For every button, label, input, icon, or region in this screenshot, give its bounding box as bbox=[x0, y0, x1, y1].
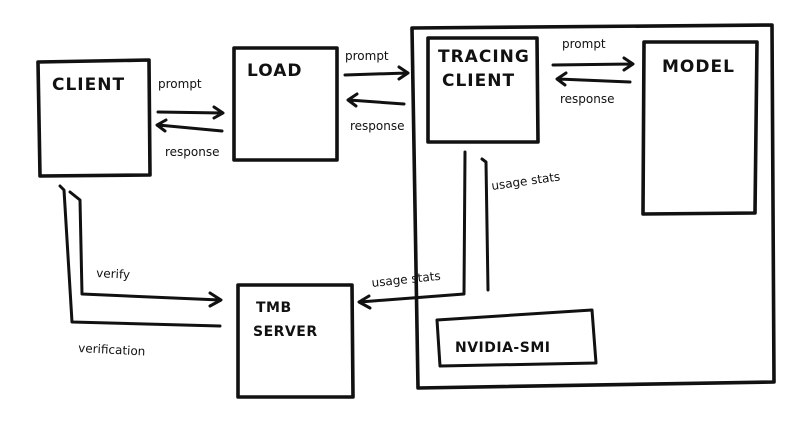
usage-to-tmb-line bbox=[357, 150, 467, 310]
load-box bbox=[232, 46, 339, 162]
load-tracing-edge: prompt response bbox=[343, 49, 410, 133]
tracing-client-box bbox=[426, 36, 540, 144]
client-box bbox=[36, 58, 152, 178]
nvidia-smi-label: NVIDIA-SMI bbox=[455, 340, 550, 356]
response-arrow bbox=[346, 92, 406, 108]
tracing-client-label-line1: TRACING bbox=[438, 47, 530, 67]
tracing-model-response-label: response bbox=[560, 92, 615, 106]
inference-host-boundary bbox=[410, 23, 776, 390]
tmb-server-label-line1: TMB bbox=[256, 300, 292, 316]
verify-line bbox=[68, 190, 223, 308]
client-load-prompt-label: prompt bbox=[158, 77, 202, 91]
client-load-edge: prompt response bbox=[155, 77, 225, 159]
tracing-client-label-line2: CLIENT bbox=[442, 71, 515, 91]
tracing-model-edge: prompt response bbox=[551, 37, 635, 106]
client-load-response-label: response bbox=[165, 145, 220, 159]
usage-stats-edge: usage stats usage stats bbox=[357, 150, 561, 310]
load-label: LOAD bbox=[247, 61, 303, 81]
response-arrow bbox=[555, 71, 632, 87]
nvidia-smi-box bbox=[435, 308, 598, 368]
load-tracing-response-label: response bbox=[350, 119, 405, 133]
response-arrow bbox=[155, 118, 224, 133]
tmb-server-label-line2: SERVER bbox=[253, 324, 318, 340]
client-node: CLIENT bbox=[36, 58, 152, 178]
verify-edge: verify verification bbox=[58, 184, 223, 359]
tmb-server-node: TMB SERVER bbox=[236, 283, 355, 399]
tracing-usage-label: usage stats bbox=[490, 169, 561, 193]
verification-line bbox=[58, 184, 222, 328]
tracing-usage-line bbox=[480, 157, 490, 292]
model-label: MODEL bbox=[662, 57, 735, 77]
model-node: MODEL bbox=[641, 40, 759, 216]
load-node: LOAD bbox=[232, 46, 339, 162]
tracing-model-prompt-label: prompt bbox=[562, 37, 606, 51]
verification-label: verification bbox=[78, 341, 146, 359]
model-box bbox=[641, 40, 759, 216]
tmb-server-box bbox=[236, 283, 355, 399]
prompt-arrow bbox=[551, 56, 635, 72]
client-label: CLIENT bbox=[52, 75, 125, 95]
tracing-client-node: TRACING CLIENT bbox=[426, 36, 540, 144]
prompt-arrow bbox=[343, 65, 410, 81]
nvidia-smi-node: NVIDIA-SMI bbox=[435, 308, 598, 368]
load-tracing-prompt-label: prompt bbox=[345, 49, 389, 63]
prompt-arrow bbox=[156, 105, 225, 120]
verify-label: verify bbox=[96, 266, 131, 282]
tmb-usage-label: usage stats bbox=[371, 269, 441, 290]
